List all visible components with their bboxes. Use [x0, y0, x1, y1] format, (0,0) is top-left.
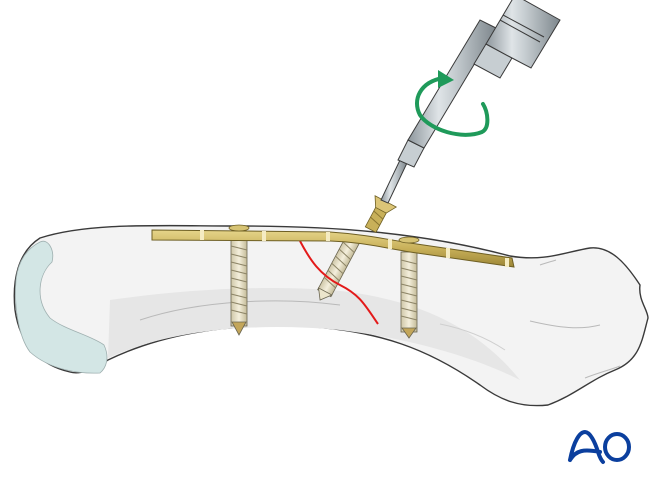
- rotation-arrow: [414, 70, 490, 137]
- ao-logo: [568, 430, 631, 464]
- bone-contour: [584, 365, 621, 379]
- screw-head: [228, 224, 250, 232]
- screw-head: [398, 236, 420, 244]
- bone: [13, 224, 649, 407]
- lag-screw-head: [364, 195, 398, 234]
- bone-contour: [529, 320, 601, 329]
- screwdriver: [380, 0, 561, 204]
- bone-plate: [151, 224, 515, 268]
- right-cortical-screw: [400, 251, 418, 339]
- left-cortical-screw: [230, 237, 248, 336]
- fracture-line: [299, 240, 379, 325]
- bone-contour: [439, 323, 506, 351]
- articular-cartilage: [15, 240, 108, 374]
- bone-contour: [539, 259, 557, 266]
